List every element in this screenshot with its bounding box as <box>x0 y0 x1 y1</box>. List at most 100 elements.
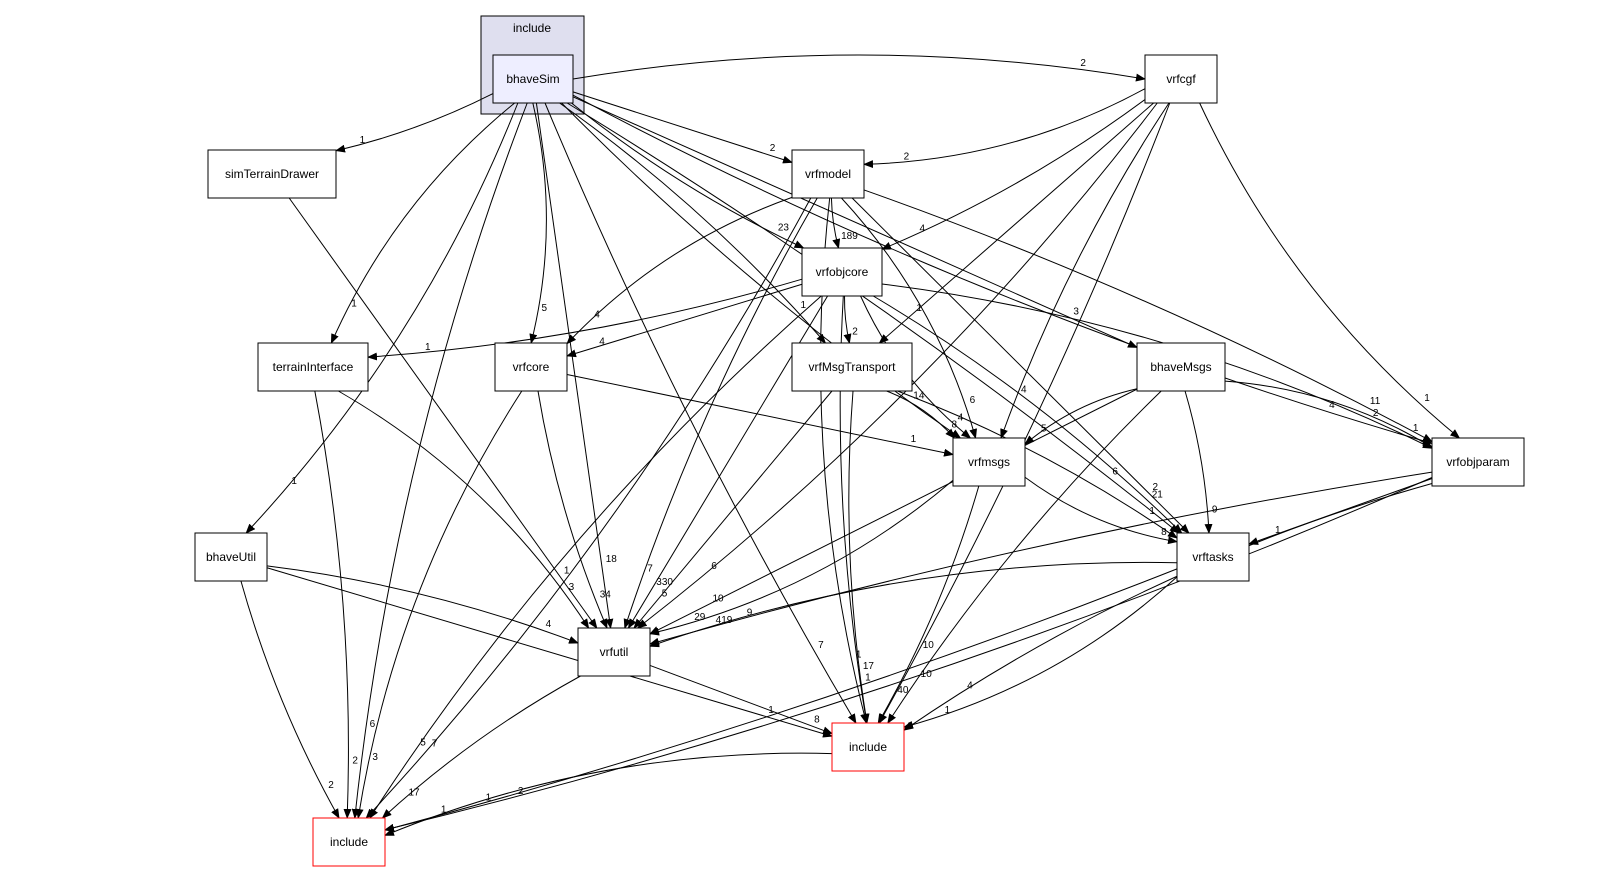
edge-label-vrfutil-to-include_mid[interactable]: 8 <box>814 714 820 725</box>
edge-label-vrfcore-to-vrfutil[interactable]: 34 <box>600 589 612 600</box>
edge-label-bhaveMsgs-to-vrfutil[interactable]: 10 <box>712 594 724 605</box>
node-vrfmsgs-box[interactable] <box>952 437 1026 487</box>
edge-label-vrfobjparam-to-vrfutil[interactable]: 9 <box>747 607 753 618</box>
node-bhaveSim-box[interactable] <box>492 54 574 104</box>
node-vrfmodel-box[interactable] <box>791 149 865 199</box>
edge-label-vrftasks-to-include_low[interactable]: 1 <box>486 793 492 804</box>
node-bhaveUtil[interactable]: bhaveUtil <box>194 532 268 582</box>
edge-label-bhaveSim-to-bhaveMsgs[interactable]: 3 <box>1073 306 1079 317</box>
edge-label-vrfcgf-to-vrfmsgs[interactable]: 4 <box>1021 385 1027 396</box>
node-terrainInterface[interactable]: terrainInterface <box>257 342 369 392</box>
node-vrftasks-box[interactable] <box>1176 532 1250 582</box>
edge-label-bhaveSim-to-vrfcore[interactable]: 5 <box>541 303 547 314</box>
edge-label-vrfobjparam-to-vrftasks[interactable]: 1 <box>1275 525 1281 536</box>
node-include_mid[interactable]: include <box>831 722 905 772</box>
node-vrfmsgs[interactable]: vrfmsgs <box>952 437 1026 487</box>
node-bhaveSim[interactable]: bhaveSim <box>492 54 574 104</box>
edge-label-bhaveSim-to-vrfmodel[interactable]: 2 <box>770 143 776 154</box>
edge-label-bhaveMsgs-to-vrftasks[interactable]: 9 <box>1212 505 1218 516</box>
edge-label-vrfcore-to-include_low[interactable]: 3 <box>372 752 378 763</box>
node-vrfMsgTransport-box[interactable] <box>791 342 913 392</box>
node-vrfcore[interactable]: vrfcore <box>494 342 568 392</box>
edge-label-vrfobjcore-to-vrfMsgTransport[interactable]: 2 <box>852 326 858 337</box>
node-simTerrainDrawer-box[interactable] <box>207 149 337 199</box>
edge-label-vrfMsgTransport-to-vrfutil[interactable]: 5 <box>662 589 668 600</box>
edge-label-bhaveSim-to-vrfcgf[interactable]: 2 <box>1080 58 1086 69</box>
edge-label-bhaveSim-to-vrfmsgs[interactable]: 14 <box>913 391 925 402</box>
edge-label-vrfmodel-to-vrfobjcore[interactable]: 189 <box>841 231 858 242</box>
edge-label-vrfmodel-to-vrfobjparam[interactable]: 11 <box>1370 396 1381 407</box>
edge-label-vrfmodel-to-vrfutil[interactable]: 7 <box>647 563 653 574</box>
node-vrfutil-box[interactable] <box>577 627 651 677</box>
edge-label-vrfcgf-to-vrfobjparam[interactable]: 1 <box>1424 393 1430 404</box>
edge-label-vrfcgf-to-include_mid[interactable]: 10 <box>923 640 935 651</box>
edge-label-bhaveSim-to-vrftasks[interactable]: 6 <box>1112 466 1118 477</box>
edge-label-vrftasks-to-vrfutil[interactable]: 419 <box>716 615 733 626</box>
node-vrfobjcore-box[interactable] <box>801 247 883 297</box>
edge-label-bhaveSim-to-include_low[interactable]: 6 <box>370 719 376 730</box>
edge-label-bhaveUtil-to-include_mid[interactable]: 1 <box>768 705 774 716</box>
edge-label-bhaveSim-to-vrfMsgTransport[interactable]: 1 <box>801 300 807 311</box>
edge-label-vrfmodel-to-vrftasks[interactable]: 2 <box>1152 482 1158 493</box>
node-vrfMsgTransport[interactable]: vrfMsgTransport <box>791 342 913 392</box>
node-vrfobjparam[interactable]: vrfobjparam <box>1431 437 1525 487</box>
edge-label-bhaveSim-to-bhaveUtil[interactable]: 1 <box>291 476 297 487</box>
edge-label-vrfcore-to-vrfmsgs[interactable]: 1 <box>911 434 917 445</box>
node-include_mid-box[interactable] <box>831 722 905 772</box>
edge-label-vrfMsgTransport-to-vrfmsgs[interactable]: 8 <box>951 420 957 431</box>
edge-label-vrfmsgs-to-vrftasks[interactable]: 8 <box>1161 527 1167 538</box>
edge-label-bhaveSim-to-simTerrainDrawer[interactable]: 1 <box>360 135 366 146</box>
edge-label-vrfobjcore-to-vrfcore[interactable]: 4 <box>599 336 605 347</box>
edge-label-bhaveSim-to-vrfobjparam[interactable]: 4 <box>1329 400 1335 411</box>
edge-label-vrfmodel-to-vrfmsgs[interactable]: 6 <box>970 395 976 406</box>
edge-label-vrfmsgs-to-include_mid[interactable]: 40 <box>897 685 909 696</box>
edge-label-vrfutil-to-include_low[interactable]: 17 <box>408 787 420 798</box>
node-include_low[interactable]: include <box>312 817 386 867</box>
edge-label-vrfcgf-to-vrfobjcore[interactable]: 4 <box>919 224 925 235</box>
node-simTerrainDrawer[interactable]: simTerrainDrawer <box>207 149 337 199</box>
node-vrfmodel[interactable]: vrfmodel <box>791 149 865 199</box>
edge-label-vrfobjcore-to-include_low[interactable]: 5 <box>420 738 426 749</box>
node-bhaveUtil-box[interactable] <box>194 532 268 582</box>
edge-label-vrfobjcore-to-vrftasks[interactable]: 21 <box>1152 490 1164 501</box>
node-vrfcgf[interactable]: vrfcgf <box>1144 54 1218 104</box>
edge-label-bhaveUtil-to-include_low[interactable]: 2 <box>328 780 334 791</box>
node-vrfutil[interactable]: vrfutil <box>577 627 651 677</box>
edge-label-terrainInterface-to-vrfutil[interactable]: 3 <box>569 582 575 593</box>
edge-label-vrfMsgTransport-to-include_mid[interactable]: 1 <box>865 672 871 683</box>
node-vrfobjcore[interactable]: vrfobjcore <box>801 247 883 297</box>
edge-label-vrfobjparam-to-include_low[interactable]: 2 <box>518 786 524 797</box>
edge-label-vrfmodel-to-include_mid[interactable]: 1 <box>856 650 862 661</box>
node-vrfobjparam-box[interactable] <box>1431 437 1525 487</box>
edge-label-terrainInterface-to-include_low[interactable]: 2 <box>352 755 358 766</box>
edge-label-bhaveMsgs-to-include_mid[interactable]: 10 <box>921 669 933 680</box>
edge-label-bhaveMsgs-to-vrfobjparam[interactable]: 1 <box>1413 423 1419 434</box>
edge-label-vrftasks-to-include_mid[interactable]: 1 <box>945 705 951 716</box>
edge-label-vrfmsgs-to-vrfutil[interactable]: 29 <box>694 612 706 623</box>
node-vrftasks[interactable]: vrftasks <box>1176 532 1250 582</box>
edge-label-bhaveSim-to-include_mid[interactable]: 7 <box>818 640 824 651</box>
node-include_low-box[interactable] <box>312 817 386 867</box>
edge-label-vrfcgf-to-vrfutil[interactable]: 6 <box>711 561 717 572</box>
edge-label-vrfobjcore-to-vrfmsgs[interactable]: 4 <box>958 413 964 424</box>
edge-label-bhaveSim-to-terrainInterface[interactable]: 1 <box>351 299 357 310</box>
edge-label-vrfobjparam-to-include_mid[interactable]: 4 <box>967 680 973 691</box>
node-vrfcgf-box[interactable] <box>1144 54 1218 104</box>
edge-label-vrfobjcore-to-vrfobjparam[interactable]: 2 <box>1373 408 1379 419</box>
edge-label-vrfobjcore-to-terrainInterface[interactable]: 1 <box>425 342 431 353</box>
edge-label-vrfMsgTransport-to-vrftasks[interactable]: 1 <box>1149 506 1155 517</box>
edge-label-bhaveUtil-to-vrfutil[interactable]: 4 <box>546 619 552 630</box>
node-terrainInterface-box[interactable] <box>257 342 369 392</box>
edge-label-vrfobjcore-to-vrfutil[interactable]: 330 <box>656 577 673 588</box>
edge-label-simTerrainDrawer-to-vrfutil[interactable]: 1 <box>564 565 570 576</box>
edge-label-bhaveSim-to-vrfobjcore[interactable]: 23 <box>778 223 790 234</box>
edge-label-vrfmodel-to-include_low[interactable]: 7 <box>432 739 438 750</box>
edge-label-vrfmodel-to-vrfcore[interactable]: 4 <box>594 309 600 320</box>
edge-label-vrfobjcore-to-include_mid[interactable]: 17 <box>863 661 875 672</box>
node-vrfcore-box[interactable] <box>494 342 568 392</box>
edge-label-bhaveMsgs-to-vrfmsgs[interactable]: 5 <box>1041 424 1047 435</box>
edge-label-vrfcgf-to-vrfMsgTransport[interactable]: 1 <box>916 303 922 314</box>
edge-label-bhaveSim-to-vrfutil[interactable]: 18 <box>606 554 618 565</box>
edge-label-include_mid-to-include_low[interactable]: 1 <box>441 805 447 816</box>
node-bhaveMsgs-box[interactable] <box>1136 342 1226 392</box>
